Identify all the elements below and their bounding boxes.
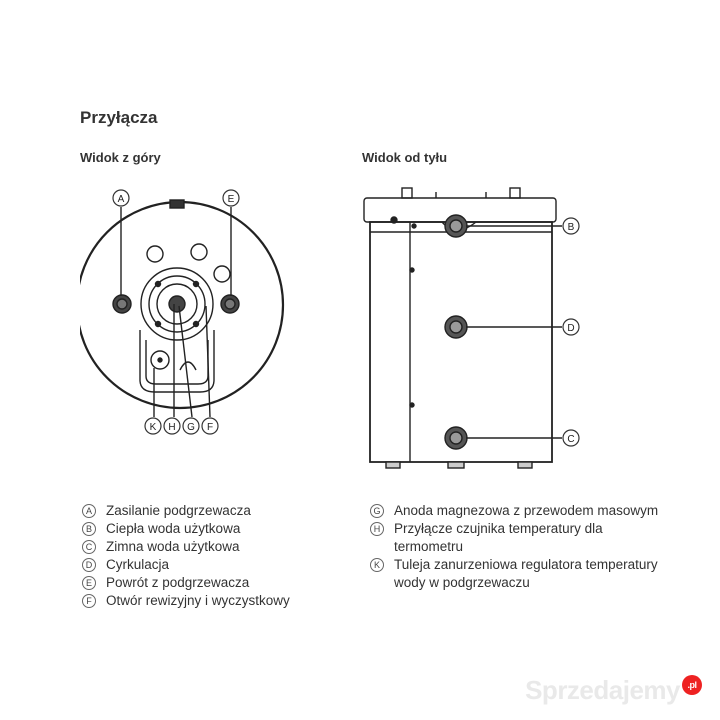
- label-E-top: E: [228, 194, 235, 205]
- watermark-text: Sprzedajemy: [525, 675, 680, 705]
- label-F-top: F: [207, 422, 213, 433]
- label-H-top: H: [168, 422, 175, 433]
- legend-text: Otwór rewizyjny i wyczystkowy: [106, 593, 290, 608]
- watermark-badge: .pl: [682, 675, 702, 695]
- label-K-top: K: [150, 422, 157, 433]
- page-title: Przyłącza: [80, 108, 158, 127]
- legend-badge: G: [370, 504, 384, 518]
- top-view-heading: Widok z góry: [80, 150, 161, 165]
- legend-text: Anoda magnezowa z przewodem masowym: [394, 503, 659, 518]
- back-view-diagram: B D C: [363, 187, 580, 469]
- legend-badge: A: [82, 504, 96, 518]
- legend-text: Zasilanie podgrzewacza: [106, 503, 251, 518]
- legend-badge: C: [82, 540, 96, 554]
- legend-item-A: A Zasilanie podgrzewacza: [82, 502, 342, 520]
- back-view-heading: Widok od tyłu: [362, 150, 448, 165]
- legend-item-D: D Cyrkulacja: [82, 556, 342, 574]
- legend-text: Tuleja zanurzeniowa regulatora temperatu…: [394, 557, 658, 590]
- legend-item-E: E Powrót z podgrzewacza: [82, 574, 342, 592]
- watermark: Sprzedajemy.pl: [525, 675, 702, 706]
- top-view-diagram: A E K H G F: [80, 189, 285, 435]
- legend-item-K: K Tuleja zanurzeniowa regulatora tempera…: [370, 556, 670, 592]
- legend-text: Ciepła woda użytkowa: [106, 521, 241, 536]
- legend-text: Cyrkulacja: [106, 557, 170, 572]
- legend-item-C: C Zimna woda użytkowa: [82, 538, 342, 556]
- label-C-back: C: [567, 434, 574, 445]
- label-B-back: B: [568, 222, 575, 233]
- label-G-top: G: [187, 422, 195, 433]
- label-D-back: D: [567, 323, 574, 334]
- label-A-top: A: [118, 194, 125, 205]
- legend-text: Przyłącze czujnika temperatury dla termo…: [394, 521, 603, 554]
- legend-item-G: G Anoda magnezowa z przewodem masowym: [370, 502, 670, 520]
- legend-badge: E: [82, 576, 96, 590]
- legend-item-H: H Przyłącze czujnika temperatury dla ter…: [370, 520, 670, 556]
- legend-item-F: F Otwór rewizyjny i wyczystkowy: [82, 592, 342, 610]
- legend-right: G Anoda magnezowa z przewodem masowym H …: [370, 502, 670, 592]
- legend-badge: D: [82, 558, 96, 572]
- legend-badge: H: [370, 522, 384, 536]
- legend-left: A Zasilanie podgrzewacza B Ciepła woda u…: [82, 502, 342, 610]
- legend-item-B: B Ciepła woda użytkowa: [82, 520, 342, 538]
- legend-text: Powrót z podgrzewacza: [106, 575, 250, 590]
- legend-badge: F: [82, 594, 96, 608]
- legend-text: Zimna woda użytkowa: [106, 539, 240, 554]
- legend-badge: K: [370, 558, 384, 572]
- legend-badge: B: [82, 522, 96, 536]
